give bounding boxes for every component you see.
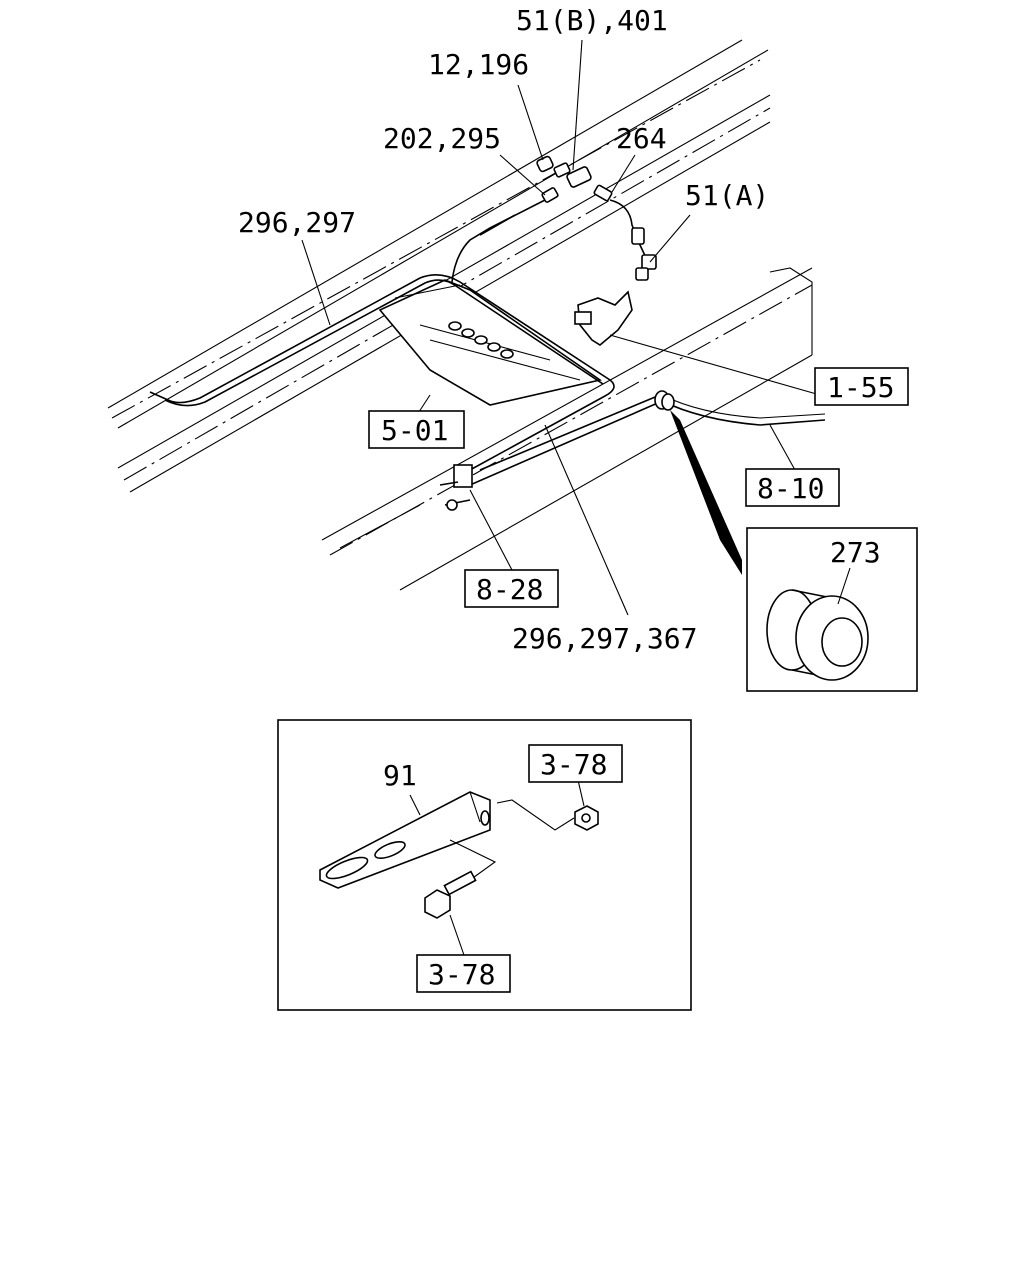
callout-51b: 51(B),401 bbox=[516, 4, 668, 37]
crossmember bbox=[378, 279, 602, 406]
ref-box-8-10[interactable] bbox=[745, 468, 840, 507]
leader-lines bbox=[301, 39, 821, 616]
ref-box-3-78-nut[interactable] bbox=[528, 744, 623, 783]
ref-labels: 1-55 5-01 8-10 8-28 3-78 3-78 bbox=[368, 367, 909, 993]
ref-5-01[interactable]: 5-01 bbox=[381, 414, 448, 447]
ref-box-1-55[interactable] bbox=[814, 367, 909, 406]
callout-202: 202,295 bbox=[383, 122, 501, 155]
hose-fitting bbox=[574, 290, 633, 346]
brake-pipes bbox=[149, 199, 826, 486]
callout-296-297: 296,297 bbox=[238, 206, 356, 239]
callout-264: 264 bbox=[616, 122, 667, 155]
ref-3-78-bolt[interactable]: 3-78 bbox=[428, 958, 495, 991]
callouts: 51(B),401 12,196 202,295 264 51(A) 296,2… bbox=[238, 4, 881, 792]
callout-12: 12,196 bbox=[428, 48, 529, 81]
ref-8-10[interactable]: 8-10 bbox=[757, 472, 824, 505]
callout-296-297-367: 296,297,367 bbox=[512, 622, 697, 655]
pipe-clip bbox=[439, 464, 473, 511]
ref-3-78-nut[interactable]: 3-78 bbox=[540, 748, 607, 781]
grommet-on-pipe bbox=[654, 390, 742, 575]
fittings bbox=[536, 155, 657, 281]
callout-51a: 51(A) bbox=[685, 179, 769, 212]
callout-273: 273 bbox=[830, 536, 881, 569]
ref-box-8-28[interactable] bbox=[464, 569, 559, 608]
ref-1-55[interactable]: 1-55 bbox=[827, 371, 894, 404]
grommet-inset bbox=[746, 527, 918, 692]
ref-box-5-01[interactable] bbox=[368, 410, 465, 449]
ref-8-28[interactable]: 8-28 bbox=[476, 573, 543, 606]
ref-box-3-78-bolt[interactable] bbox=[416, 954, 511, 993]
callout-91: 91 bbox=[383, 759, 417, 792]
